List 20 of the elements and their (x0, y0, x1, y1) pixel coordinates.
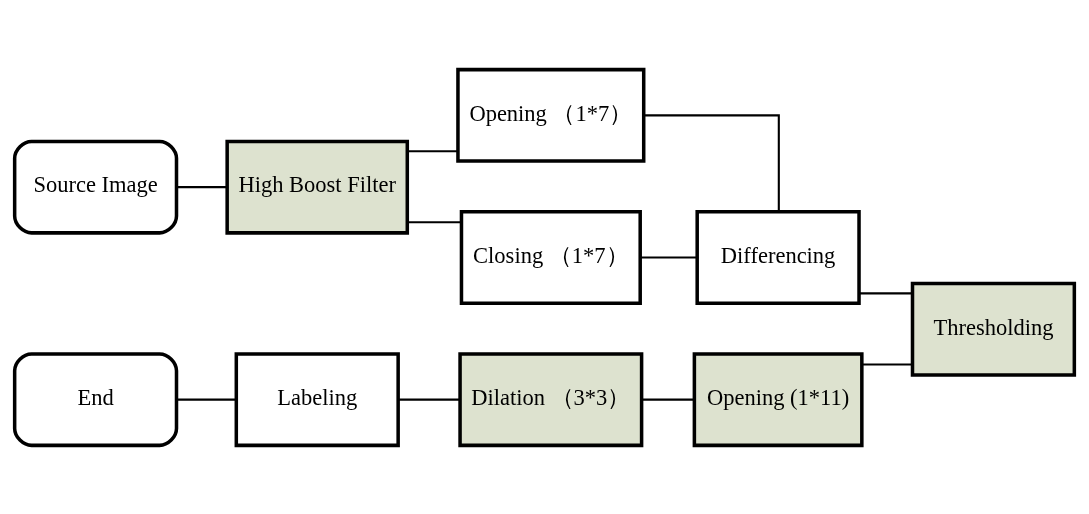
connector (398, 398, 460, 401)
node-box: Opening （1*7） (456, 67, 646, 163)
connector (641, 398, 695, 401)
connector (644, 113, 780, 212)
node-box: Closing （1*7） (459, 209, 642, 305)
connector (176, 185, 227, 188)
node-box: End (12, 351, 179, 447)
node-box: Thresholding (910, 281, 1077, 377)
node-box: Dilation （3*3） (458, 351, 644, 447)
node-box: Differencing (695, 209, 861, 305)
connector (859, 291, 913, 294)
node-box: Opening (1*11) (692, 351, 864, 447)
connector (407, 220, 462, 223)
connector (176, 398, 236, 401)
node-box: High Boost Filter (225, 139, 410, 235)
node-box: Source Image (12, 139, 179, 235)
connector (640, 255, 698, 259)
connector (407, 149, 458, 152)
node-box: Labeling (234, 351, 400, 447)
connector (862, 362, 912, 365)
